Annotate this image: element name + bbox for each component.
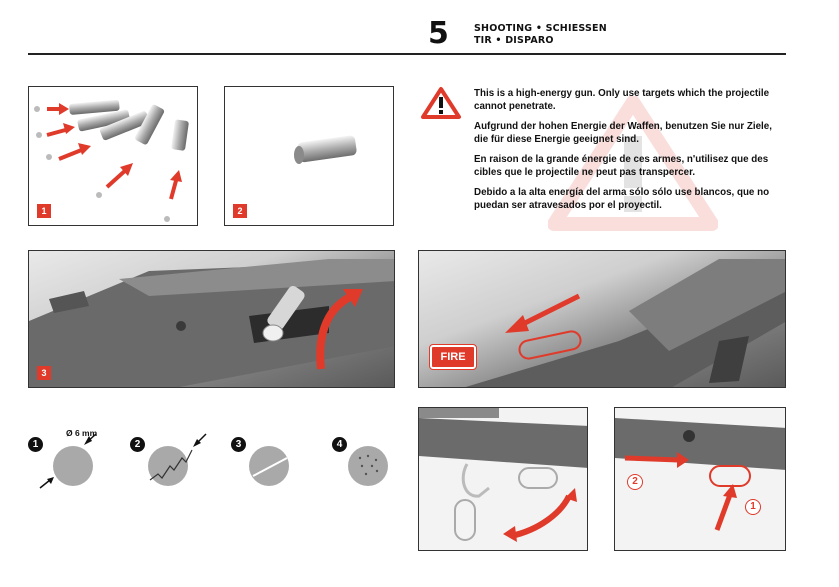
target-step-3-badge: 3 <box>231 437 246 452</box>
lever-close-arrow <box>714 491 734 531</box>
target-disc-cracked <box>148 446 188 486</box>
section-title-line1: SHOOTING • SCHIESSEN <box>474 23 607 34</box>
figure-3-badge: 3 <box>37 366 51 380</box>
safety-highlight <box>518 330 582 360</box>
figure-2-badge: 2 <box>233 204 247 218</box>
rifle-safety-illustration <box>465 259 785 387</box>
figure-lever-open <box>418 407 588 551</box>
figure-1-cartridges: 1 <box>28 86 198 226</box>
lever-open-illustration <box>419 408 587 542</box>
warning-text-fr: En raison de la grande énergie de ces ar… <box>474 154 769 178</box>
lever-step-2-badge: 2 <box>627 474 643 490</box>
crack-line-icon <box>149 433 207 481</box>
trigger-pull-arrow <box>624 455 680 463</box>
warning-text-es: Debido a la alta energía del arma sólo s… <box>474 187 770 211</box>
target-step-1-badge: 1 <box>28 437 43 452</box>
warning-text-de: Aufgrund der hohen Energie der Waffen, b… <box>474 121 772 145</box>
target-disc-pitted <box>348 446 388 486</box>
target-examples: 1 Ø 6 mm 2 3 4 <box>28 410 398 490</box>
red-pointer-arrows <box>46 103 182 200</box>
fire-label: FIRE <box>429 344 477 370</box>
warning-watermark-icon <box>547 95 719 236</box>
cartridge-in-gate <box>262 285 305 342</box>
split-line-icon <box>252 457 288 477</box>
page-number: 5 <box>428 16 449 51</box>
figure-lever-closed: 2 1 <box>614 407 786 551</box>
figure-1-badge: 1 <box>37 204 51 218</box>
target-step-4-badge: 4 <box>332 437 347 452</box>
diameter-label: Ø 6 mm <box>66 428 98 438</box>
figure-fire-safety: FIRE <box>418 250 786 388</box>
warning-text-en: This is a high-energy gun. Only use targ… <box>474 88 770 112</box>
target-disc-intact <box>53 446 93 486</box>
target-step-2-badge: 2 <box>130 437 145 452</box>
cartridge-shells <box>69 99 189 151</box>
loose-pellets <box>34 106 170 222</box>
cartridges-illustration <box>34 99 189 222</box>
pit-dots-icon <box>358 454 379 476</box>
section-title-line2: TIR • DISPARO <box>474 35 554 46</box>
lever-swing-arrow <box>510 494 572 539</box>
header-rule <box>28 53 786 55</box>
warning-triangle-icon <box>420 86 462 125</box>
figure-2-single-cartridge: 2 <box>224 86 394 226</box>
slide-forward-arrow <box>515 293 581 330</box>
warning-text: This is a high-energy gun. Only use targ… <box>474 87 786 219</box>
insert-arrowhead <box>343 289 363 307</box>
single-cartridge-illustration <box>294 135 357 164</box>
insert-direction-arrow <box>316 291 356 370</box>
lever-step-1-badge: 1 <box>745 499 761 515</box>
diameter-arrows-icon <box>39 433 97 489</box>
figure-3-loading-gate: 3 <box>28 250 395 388</box>
target-disc-split <box>249 446 289 486</box>
rifle-receiver-illustration <box>29 259 394 387</box>
lever-closed-illustration <box>615 418 785 531</box>
